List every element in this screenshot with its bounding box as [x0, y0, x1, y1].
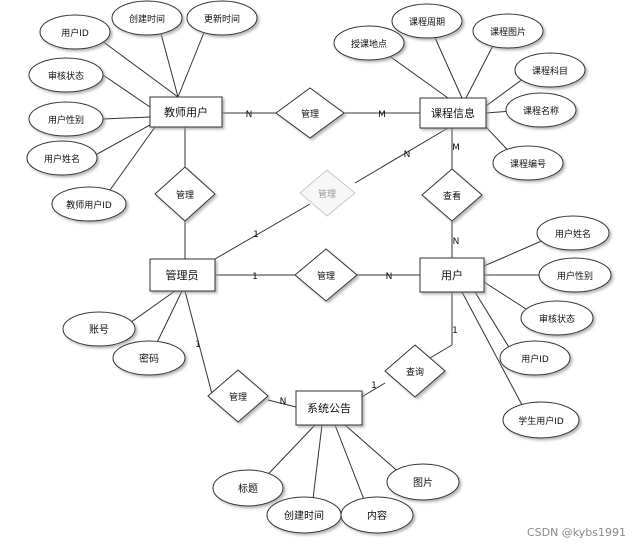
attribute-label: 图片	[413, 476, 433, 489]
relationship-label: 管理	[317, 270, 335, 282]
cardinality-label: 1	[195, 340, 201, 350]
attribute-course-subject: 课程科目	[514, 52, 586, 88]
entity-user: 用户	[419, 257, 485, 293]
relationship-view-course: 查看	[421, 168, 483, 222]
cardinality-label: N	[246, 110, 253, 120]
attribute-user-id: 用户ID	[499, 340, 571, 376]
attribute-teacher-id: 用户ID	[39, 14, 111, 50]
attribute-label: 教师用户ID	[66, 199, 112, 211]
attribute-user-sid: 学生用户ID	[502, 401, 580, 439]
relationship-manage-notice: 管理	[207, 369, 269, 423]
relationship-query-notice: 查询	[384, 344, 446, 398]
entity-admin-label: 管理员	[166, 268, 199, 282]
relationship-label: 管理	[301, 108, 319, 120]
relationship-label: 管理	[318, 188, 336, 200]
relationship-manage-user: 管理	[294, 248, 358, 302]
cardinality-label: 1	[253, 230, 259, 240]
cardinality-label: N	[386, 272, 393, 282]
cardinality-label: M	[452, 143, 460, 153]
attribute-user-gender: 用户性别	[538, 257, 612, 293]
attribute-course-number: 课程编号	[492, 145, 564, 181]
cardinality-labels: N M N 1 M N 1 N 1 N 1 1	[195, 110, 460, 407]
cardinality-label: M	[378, 110, 386, 120]
attribute-label: 更新时间	[204, 13, 240, 25]
attribute-teacher-name: 用户姓名	[26, 140, 98, 176]
attribute-label: 用户姓名	[44, 153, 80, 165]
cardinality-label: N	[404, 150, 411, 160]
attribute-course-image: 课程图片	[472, 13, 544, 49]
attribute-label: 学生用户ID	[518, 415, 564, 427]
attribute-label: 课程周期	[409, 17, 445, 28]
relationship-label: 查询	[406, 366, 424, 378]
relationship-label: 管理	[229, 391, 247, 403]
attribute-teacher-gender: 用户性别	[28, 101, 104, 137]
entity-teacher-label: 教师用户	[164, 105, 208, 119]
attribute-label: 授课地点	[351, 38, 387, 50]
attribute-user-status: 审核状态	[520, 300, 594, 336]
attribute-label: 审核状态	[48, 70, 84, 82]
attribute-label: 用户姓名	[555, 228, 591, 240]
attribute-teacher-created: 创建时间	[111, 0, 183, 36]
attribute-label: 用户性别	[48, 114, 84, 126]
attribute-label: 密码	[139, 352, 159, 365]
attribute-course-name: 课程名称	[505, 92, 577, 128]
attribute-teacher-uid: 教师用户ID	[51, 186, 127, 222]
entity-course-label: 课程信息	[431, 106, 475, 120]
attribute-label: 用户性别	[557, 270, 593, 282]
cardinality-label: N	[280, 397, 287, 407]
attribute-label: 账号	[89, 324, 109, 336]
entity-course: 课程信息	[419, 97, 487, 129]
attribute-label: 用户ID	[61, 27, 89, 39]
entity-notice: 系统公告	[295, 390, 363, 426]
entity-admin: 管理员	[149, 258, 216, 292]
cardinality-label: N	[453, 237, 460, 247]
attribute-label: 创建时间	[129, 13, 165, 25]
attribute-course-place: 授课地点	[333, 25, 405, 61]
attribute-label: 课程编号	[510, 158, 546, 170]
attribute-label: 课程图片	[490, 26, 526, 38]
relationship-manage-teacher: 管理	[154, 166, 216, 222]
attribute-label: 课程名称	[523, 105, 559, 117]
attribute-course-period: 课程周期	[391, 3, 463, 39]
cardinality-label: 1	[452, 326, 458, 336]
entity-notice-label: 系统公告	[307, 402, 351, 415]
attribute-label: 用户ID	[521, 353, 549, 365]
attribute-notice-image: 图片	[386, 463, 460, 501]
attribute-notice-created: 创建时间	[266, 496, 342, 534]
cardinality-label: 1	[252, 272, 258, 282]
relationship-manage-course: 管理	[275, 87, 345, 139]
attribute-label: 标题	[238, 483, 258, 495]
attribute-user-name: 用户姓名	[536, 215, 610, 251]
watermark: CSDN @kybs1991	[526, 526, 626, 539]
attribute-label: 课程科目	[532, 65, 568, 77]
attribute-teacher-status: 审核状态	[28, 57, 104, 93]
attribute-admin-password: 密码	[112, 340, 186, 376]
attribute-teacher-updated: 更新时间	[186, 0, 258, 36]
attribute-label: 审核状态	[539, 313, 575, 325]
relationship-manage-dim: 管理	[299, 169, 356, 217]
cardinality-label: 1	[371, 381, 377, 391]
attribute-label: 内容	[367, 509, 387, 522]
attribute-notice-title: 标题	[212, 469, 284, 507]
attribute-label: 创建时间	[284, 509, 324, 522]
attribute-notice-content: 内容	[340, 496, 414, 534]
attribute-admin-account: 账号	[62, 311, 136, 347]
relationship-label: 查看	[443, 190, 461, 202]
relationship-label: 管理	[176, 189, 194, 201]
entity-teacher: 教师用户	[149, 96, 223, 128]
entity-user-label: 用户	[441, 268, 463, 282]
